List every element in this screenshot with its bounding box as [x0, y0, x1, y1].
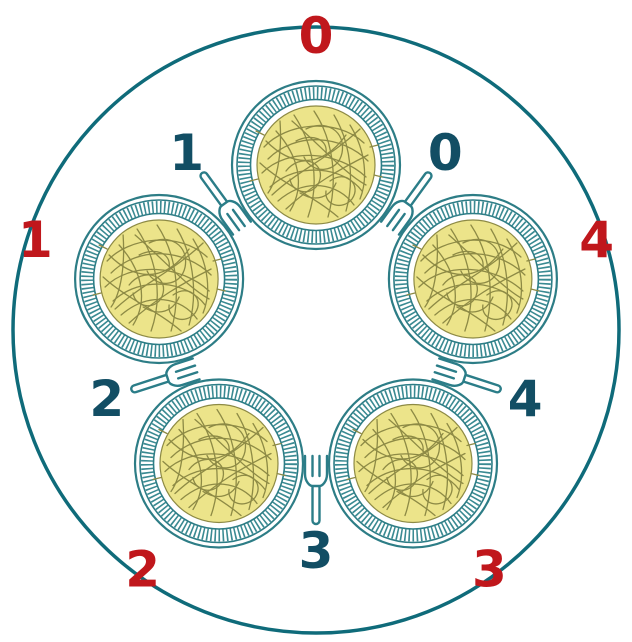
seat-label: 2: [125, 541, 160, 599]
fork-label: 4: [508, 370, 543, 428]
seat-label: 4: [579, 211, 614, 269]
fork-label: 2: [89, 370, 124, 428]
spaghetti-plate-0: [232, 81, 400, 249]
seat-label: 1: [18, 211, 53, 269]
spaghetti-plate-3: [329, 380, 497, 548]
spaghetti-plate-1: [75, 195, 243, 363]
spaghetti-plate-4: [389, 195, 557, 363]
seat-label: 0: [299, 7, 334, 65]
seat-label: 3: [472, 541, 507, 599]
fork-label: 1: [169, 124, 204, 182]
fork-label: 0: [428, 124, 463, 182]
fork-label: 3: [299, 522, 334, 580]
spaghetti-plate-2: [135, 380, 303, 548]
